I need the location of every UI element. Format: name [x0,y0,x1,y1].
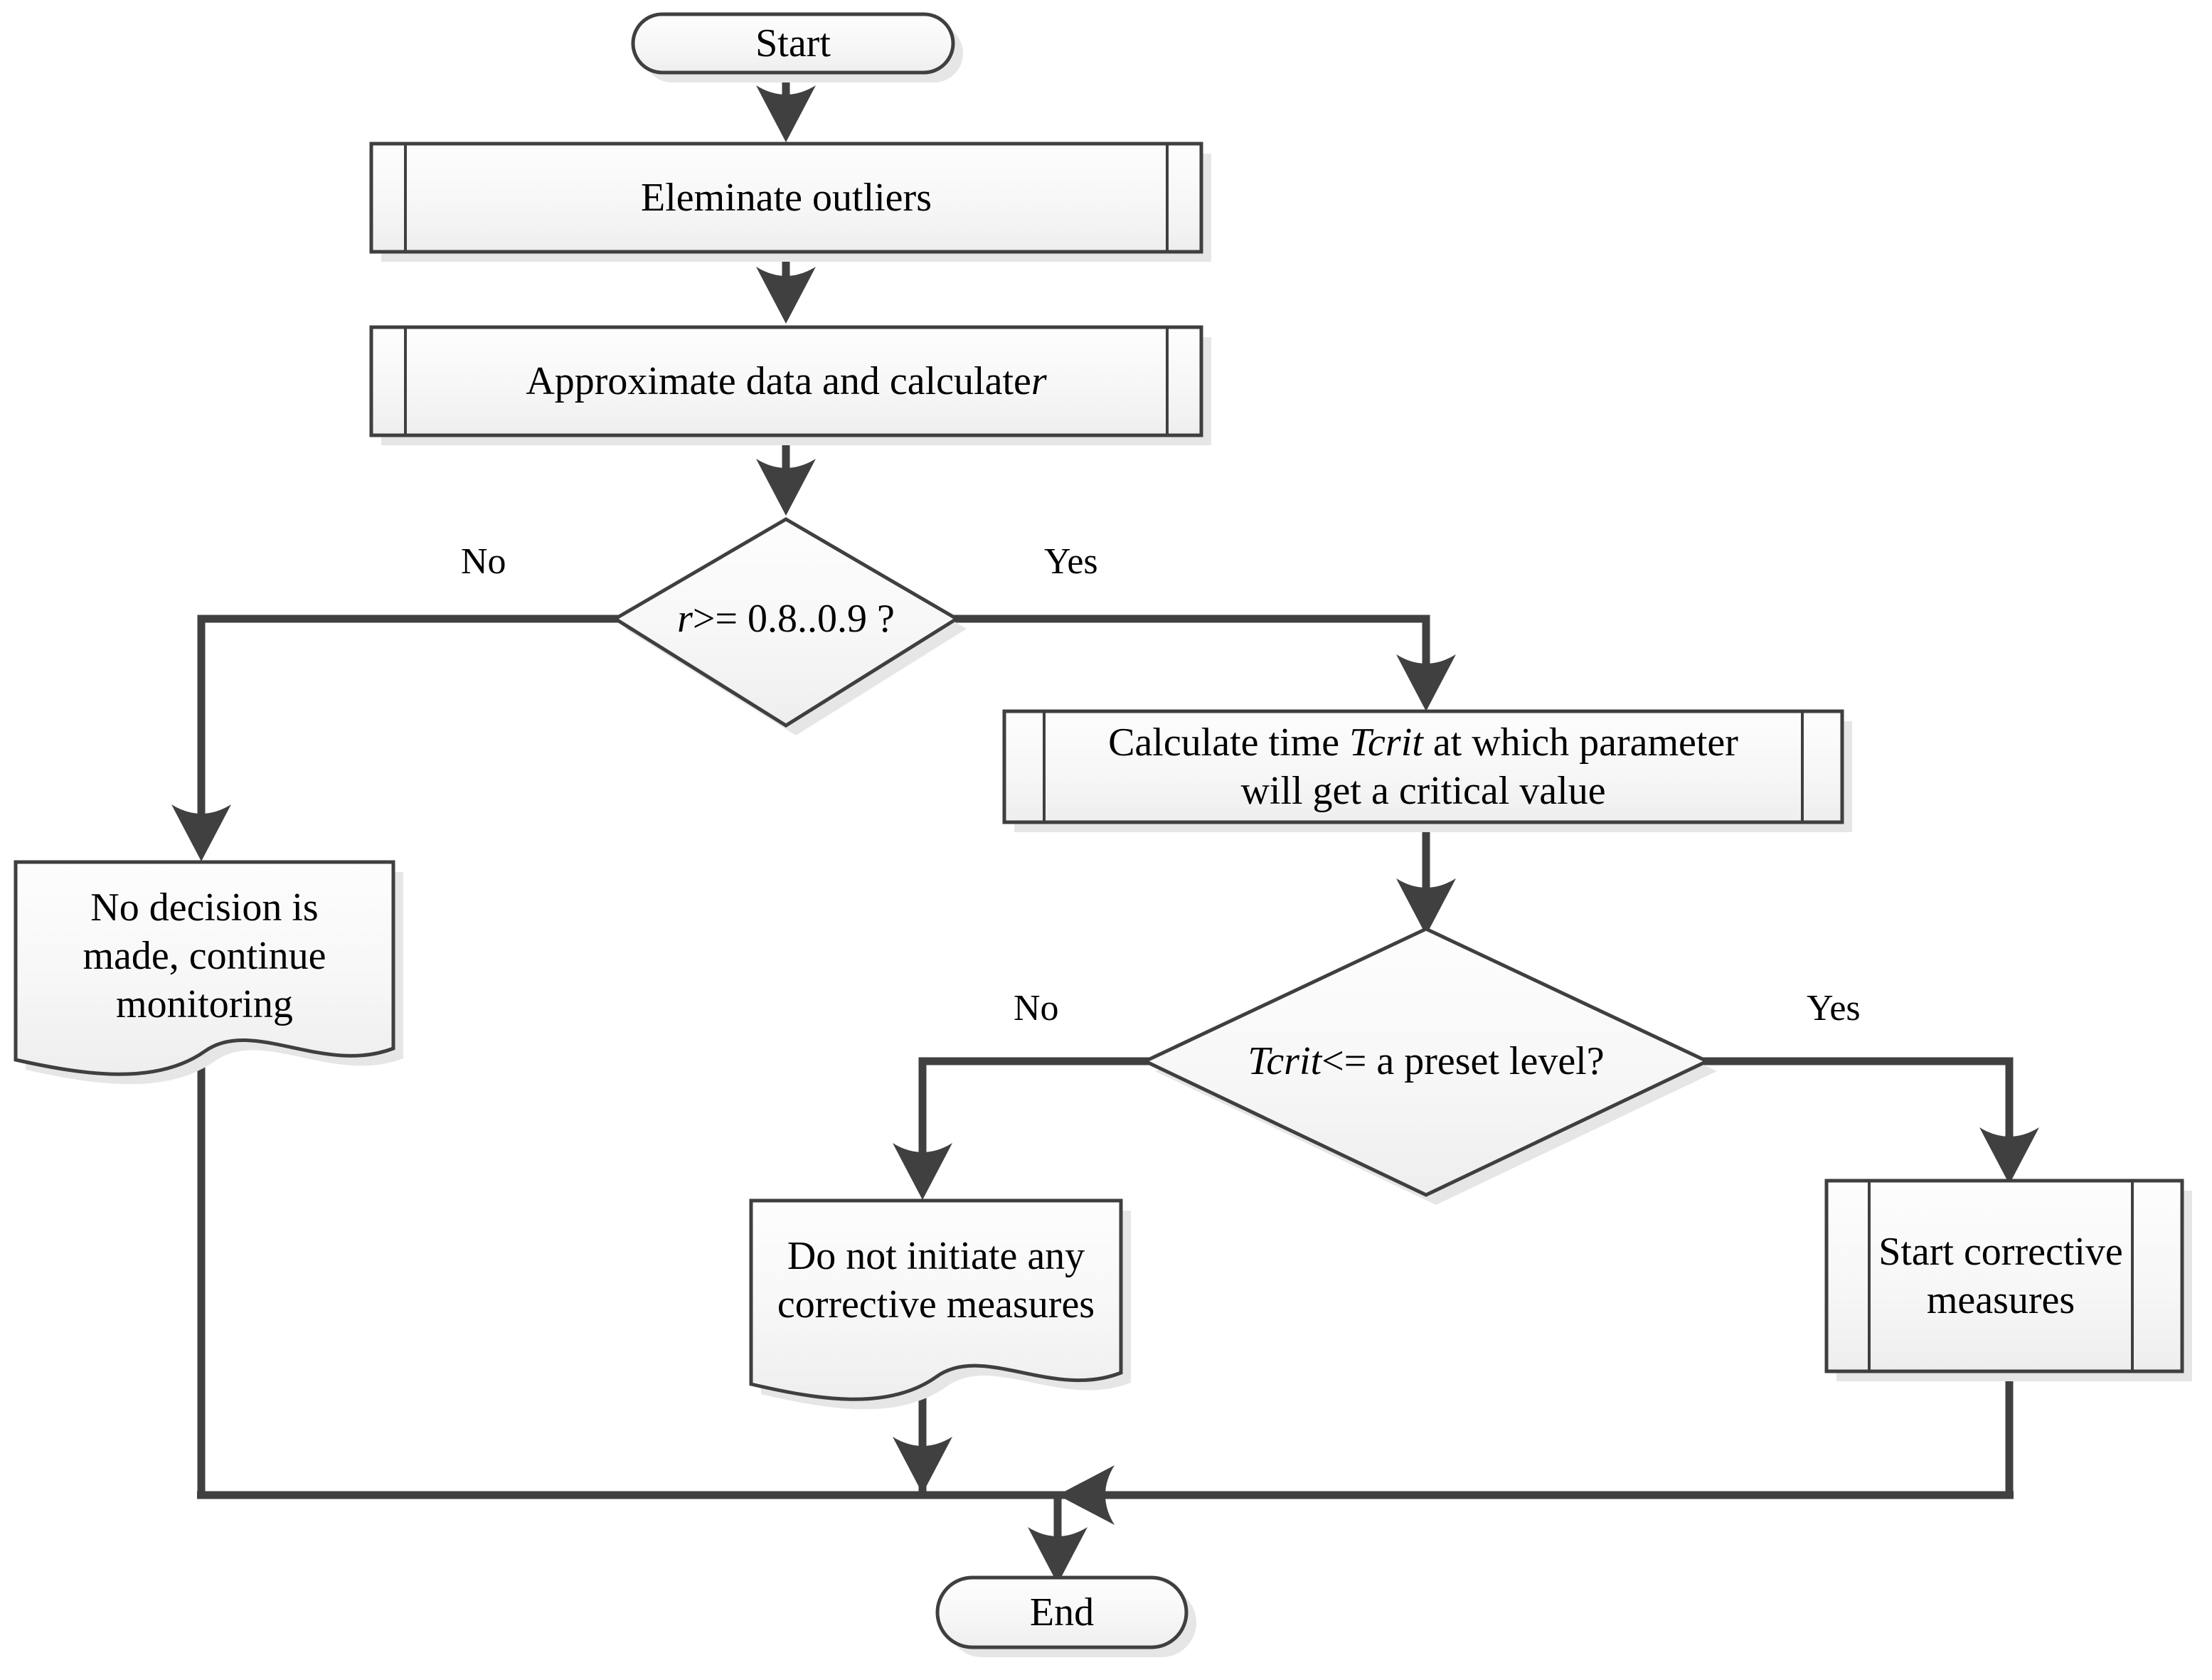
shape-end[interactable] [935,1575,1196,1657]
arrowhead-to-no-corrective [893,1143,952,1200]
edge-decision-tcrit-yes [1701,1057,2014,1174]
shape-approximate-data[interactable] [369,325,1211,445]
shape-start-corrective[interactable] [1824,1179,2192,1381]
shape-eleminate-outliers[interactable] [369,142,1211,262]
edge-decision-tcrit-no [918,1057,1152,1189]
edge-decision-r-no [197,615,620,851]
edge-label-r-yes: Yes [1044,541,1098,582]
arrowhead-to-eleminate [756,85,816,142]
arrowhead-to-decision-r [756,459,816,516]
shape-no-decision[interactable] [14,860,403,1085]
arrowhead-to-calc-tcrit [1396,654,1456,711]
arrowhead-no-corrective-to-merge [893,1437,952,1494]
arrowhead-to-start-corrective [1979,1127,2039,1184]
edge-label-tcrit-yes: Yes [1807,988,1861,1028]
arrowhead-to-approximate [756,267,816,324]
shape-decision-r[interactable] [612,517,967,735]
edge-decision-r-yes [953,615,1430,701]
shape-decision-tcrit[interactable] [1141,927,1717,1205]
edge-label-tcrit-no: No [1014,988,1059,1028]
shape-calculate-tcrit[interactable] [1002,709,1852,832]
arrowhead-merge-left [1058,1465,1115,1525]
arrowhead-to-decision-tcrit [1396,878,1456,935]
shape-no-corrective[interactable] [749,1198,1131,1410]
arrowhead-to-no-decision [171,804,231,861]
edge-label-r-no: No [461,541,506,582]
arrowhead-to-end [1028,1527,1088,1584]
shape-start[interactable] [631,12,963,83]
arrowhead-layer [171,85,2039,1584]
